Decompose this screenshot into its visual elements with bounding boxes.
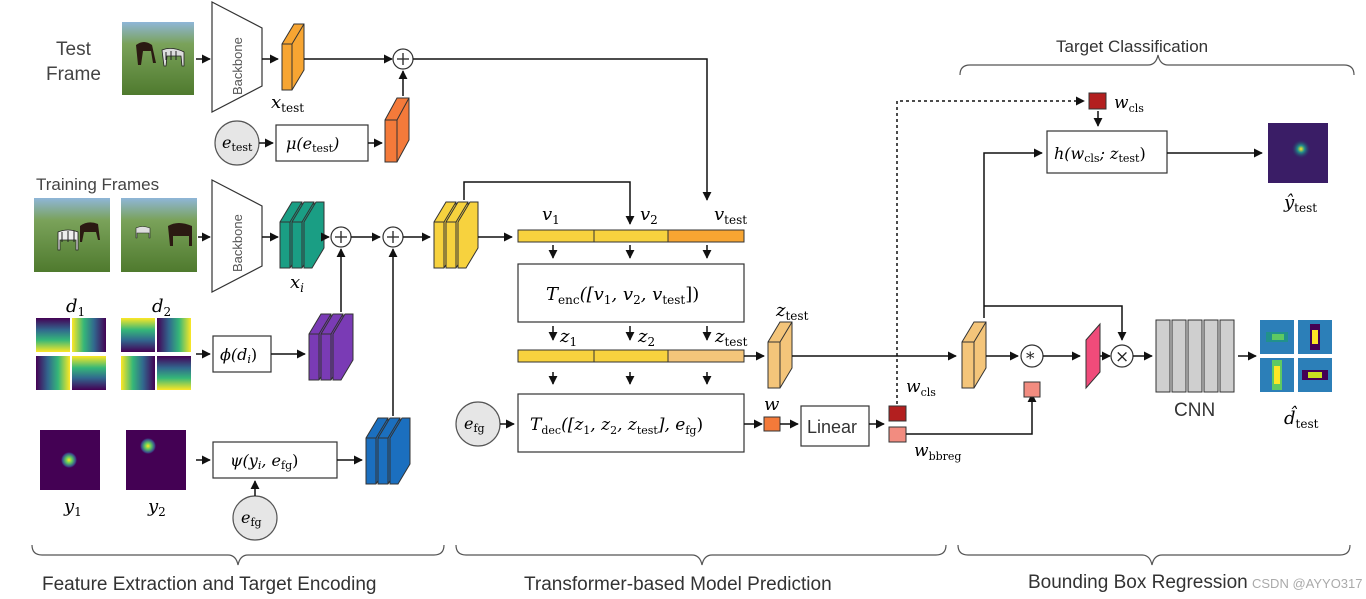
- training-frame-2: [121, 198, 197, 272]
- h-classifier-box: h(wcls; ztest): [1046, 130, 1168, 174]
- y1-heatmap: [40, 430, 100, 490]
- z-test-label-enc: ztest: [714, 326, 748, 349]
- svg-text:efg: efg: [464, 414, 485, 435]
- svg-text:Backbone: Backbone: [230, 37, 245, 95]
- w-cls-vector: [888, 405, 907, 422]
- x-i-feature-block: [279, 201, 325, 269]
- svg-text:Tenc([v1, v2, vtest]): Tenc([v1, v2, vtest]): [546, 284, 699, 307]
- y1-label: y1: [63, 496, 82, 519]
- svg-text:×: ×: [1115, 347, 1129, 367]
- w-label: w: [764, 394, 780, 415]
- svg-text:Backbone: Backbone: [230, 214, 245, 272]
- phi-output-block: [308, 313, 354, 381]
- z1-label: z1: [559, 326, 577, 349]
- x-i-label: xi: [290, 272, 304, 295]
- brace-feature-extraction: [31, 544, 445, 566]
- section-bbox-regression: Bounding Box Regression: [1028, 572, 1248, 593]
- d1-encoding-grid: [36, 318, 106, 390]
- z-test-block: [767, 321, 793, 389]
- y2-label: y2: [147, 496, 166, 519]
- y2-heatmap: [126, 430, 186, 490]
- x-test-label: xtest: [271, 92, 304, 115]
- d2-label: d2: [152, 296, 171, 319]
- z2-label: z2: [637, 326, 655, 349]
- linear-box: Linear: [800, 405, 870, 447]
- section-target-classification: Target Classification: [1056, 37, 1208, 56]
- multiply-node: ×: [1110, 344, 1134, 368]
- d2-encoding-grid: [121, 318, 191, 390]
- attention-feature-block: [1085, 322, 1101, 390]
- plus-node-test: [392, 48, 414, 70]
- t-enc-box: Tenc([v1, v2, vtest]): [517, 263, 745, 323]
- e-fg-circle-left: efg: [232, 495, 278, 541]
- svg-text:Linear: Linear: [807, 417, 857, 437]
- v1-label: v1: [542, 204, 560, 227]
- backbone-train: Backbone: [211, 179, 263, 293]
- brace-bbox-regression: [957, 544, 1351, 566]
- mu-box: μ(etest): [275, 124, 369, 162]
- test-frame-label-line1: Test: [56, 39, 92, 60]
- mu-output-block: [384, 97, 410, 163]
- v-token-bar: [517, 229, 745, 243]
- t-dec-box: Tdec([z1, z2, ztest], efg): [517, 393, 745, 453]
- test-frame-label-line2: Frame: [46, 64, 101, 85]
- svg-text:*: *: [1026, 349, 1035, 369]
- cnn-label: CNN: [1174, 400, 1215, 421]
- y-hat-score-map: [1268, 123, 1328, 183]
- w-vector: [763, 416, 781, 432]
- w-bbreg-vector: [888, 426, 907, 443]
- plus-node-y: [382, 226, 404, 248]
- w-cls-label-top: wcls: [1114, 93, 1144, 115]
- w-bbreg-label: wbbreg: [914, 441, 961, 463]
- v2-label: v2: [640, 204, 658, 227]
- training-frame-1: [34, 198, 110, 272]
- fused-feature-block: [433, 201, 479, 269]
- svg-text:h(wcls; ztest): h(wcls; ztest): [1054, 144, 1146, 165]
- training-frames-label: Training Frames: [36, 175, 159, 194]
- test-feature-block-right: [961, 321, 987, 389]
- psi-output-block: [365, 417, 411, 485]
- brace-target-classification: [959, 54, 1355, 76]
- x-test-feature-block: [281, 23, 305, 91]
- psi-box: ψ(yi, efg): [212, 441, 338, 479]
- d1-label: d1: [66, 296, 85, 319]
- backbone-test: Backbone: [211, 1, 263, 113]
- svg-text:μ(etest): μ(etest): [286, 134, 339, 155]
- svg-text:Tdec([z1, z2, ztest], efg): Tdec([z1, z2, ztest], efg): [530, 415, 703, 437]
- phi-box: ϕ(di): [212, 335, 272, 373]
- e-test-circle: etest: [214, 120, 260, 166]
- watermark: CSDN @AYYO317: [1252, 576, 1363, 591]
- conv-star-node: *: [1020, 344, 1044, 369]
- svg-text:etest: etest: [222, 133, 253, 154]
- w-cls-top-vector: [1088, 92, 1107, 110]
- brace-model-prediction: [455, 544, 947, 566]
- svg-text:efg: efg: [241, 508, 262, 529]
- v-test-label: vtest: [714, 204, 747, 227]
- bbreg-weight-vector: [1023, 381, 1041, 398]
- cnn-layers: [1155, 319, 1235, 393]
- y-hat-label: ŷtest: [1283, 192, 1317, 215]
- d-hat-ltrb-maps: [1260, 320, 1332, 392]
- section-feature-extraction: Feature Extraction and Target Encoding: [42, 574, 376, 595]
- z-test-label: ztest: [775, 300, 809, 323]
- z-token-bar: [517, 349, 745, 363]
- w-cls-label-mid: wcls: [906, 377, 936, 399]
- svg-text:ψ(yi, efg): ψ(yi, efg): [230, 451, 298, 472]
- plus-node-d: [330, 226, 352, 248]
- test-frame-image: [122, 22, 194, 95]
- e-fg-circle-right: efg: [455, 401, 501, 447]
- section-model-prediction: Transformer-based Model Prediction: [524, 574, 832, 595]
- d-hat-label: d̂test: [1284, 404, 1319, 431]
- svg-text:ϕ(di): ϕ(di): [220, 345, 257, 366]
